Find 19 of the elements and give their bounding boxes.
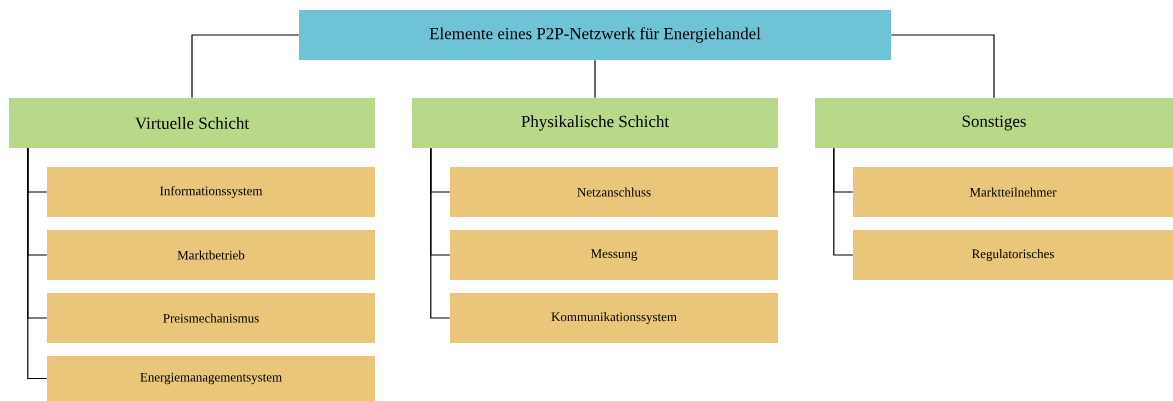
item-box: Messung — [450, 230, 778, 280]
item-box: Netzanschluss — [450, 167, 778, 217]
item-box: Energiemanagementsystem — [47, 356, 375, 401]
item-box: Informationssystem — [47, 167, 375, 217]
connector-line — [191, 34, 300, 99]
item-box: Regulatorisches — [853, 230, 1173, 280]
top-box: Elemente eines P2P-Netzwerk für Energiehandel — [299, 10, 891, 60]
connector-line — [833, 147, 854, 256]
category-box: Sonstiges — [815, 98, 1173, 148]
item-box: Kommunikationssystem — [450, 293, 778, 343]
connector-line — [594, 59, 596, 99]
item-box: Preismechanismus — [47, 293, 375, 343]
connector-line — [430, 147, 451, 319]
category-box: Physikalische Schicht — [412, 98, 778, 148]
category-box: Virtuelle Schicht — [9, 98, 375, 148]
item-box: Marktteilnehmer — [853, 167, 1173, 217]
connector-line — [27, 147, 48, 380]
connector-line — [890, 34, 995, 99]
item-box: Marktbetrieb — [47, 230, 375, 280]
